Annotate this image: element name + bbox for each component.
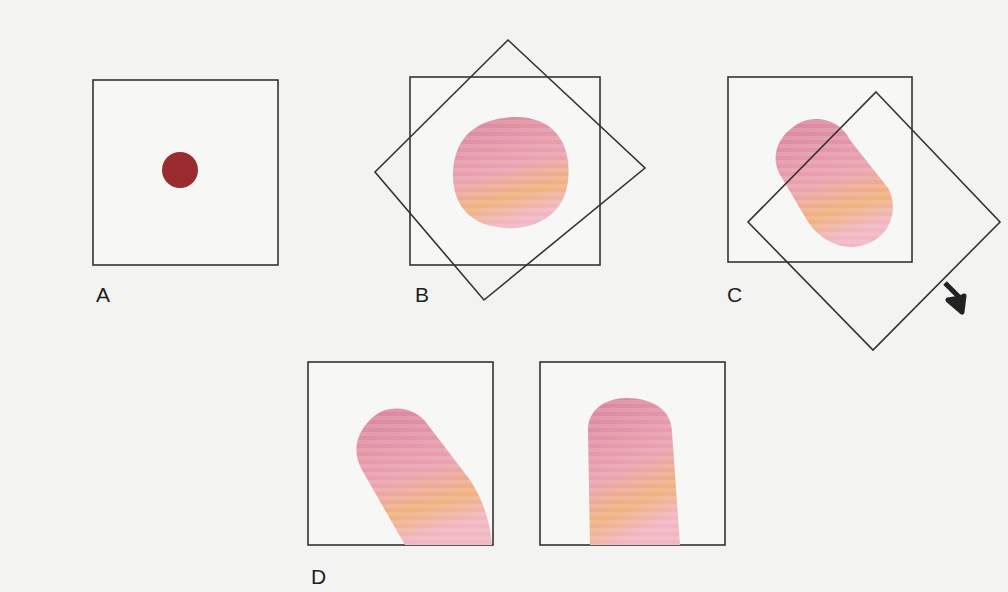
cover-slide [748,92,1000,350]
finished-smear [356,409,492,545]
slide [308,362,493,545]
spreading-smear [776,119,893,247]
slide [540,362,725,545]
direction-arrow [945,283,964,312]
slide [410,77,600,265]
panel-letter: C [727,284,742,305]
slide [93,80,278,265]
spread-drop [453,117,569,228]
panel-letter: D [311,566,326,587]
panel-letter: A [96,284,110,305]
blood-drop [162,152,198,188]
cover-slide [375,40,645,300]
finished-smear [588,398,680,545]
panel-letter: B [415,284,429,305]
slide [728,77,912,262]
